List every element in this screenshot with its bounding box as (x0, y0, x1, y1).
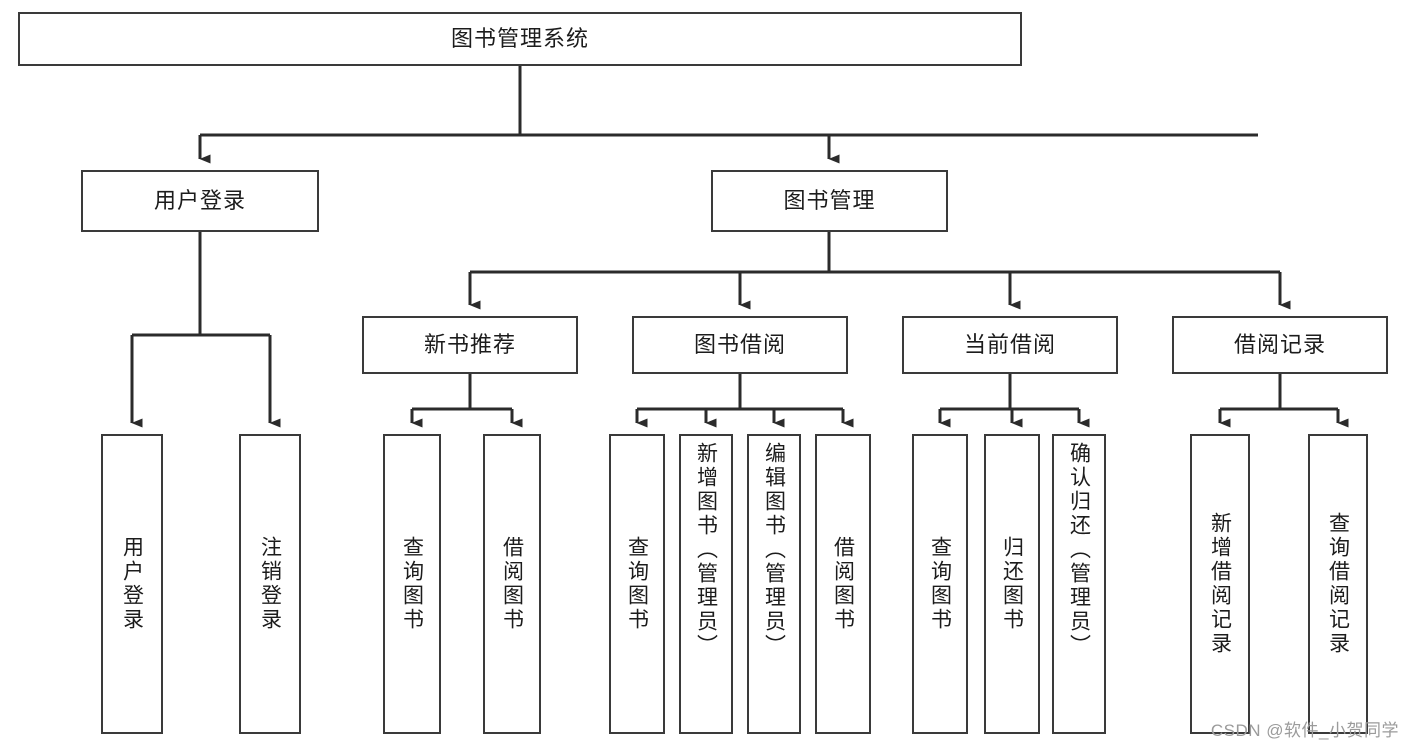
node-new-book-recommend-label: 新书推荐 (423, 332, 516, 358)
leaf-add-borrow-record-inner: 新增借阅记录 (1192, 436, 1248, 732)
connector-group-current-borrow (938, 374, 1090, 428)
node-book-management[interactable]: 图书管理 (711, 170, 948, 232)
leaf-query-borrow-record[interactable]: 查询借阅记录 (1308, 434, 1368, 734)
leaf-edit-book-admin-inner: 编辑图书（管理员） (749, 436, 799, 732)
leaf-confirm-return-admin-inner: 确认归还（管理员） (1054, 436, 1104, 732)
leaf-borrow-books-borrow-label: 借阅图书 (831, 536, 855, 632)
leaf-edit-book-admin[interactable]: 编辑图书（管理员） (747, 434, 801, 734)
leaf-borrow-books-borrow-inner: 借阅图书 (817, 436, 869, 732)
leaf-query-books-current-inner: 查询图书 (914, 436, 966, 732)
leaf-add-borrow-record-label: 新增借阅记录 (1208, 512, 1232, 656)
leaf-return-books-inner: 归还图书 (986, 436, 1038, 732)
leaf-user-login[interactable]: 用户登录 (101, 434, 163, 734)
leaf-user-login-label: 用户登录 (120, 536, 144, 632)
connector-group-borrow-books (635, 374, 854, 428)
connector-group-root (198, 66, 1258, 164)
leaf-borrow-books-recommend-label: 借阅图书 (500, 536, 524, 632)
node-book-borrow[interactable]: 图书借阅 (632, 316, 848, 374)
connector-group-borrow-records (1218, 374, 1349, 428)
leaf-query-books-recommend[interactable]: 查询图书 (383, 434, 441, 734)
leaf-query-books-recommend-inner: 查询图书 (385, 436, 439, 732)
leaf-query-books-borrow-label: 查询图书 (625, 536, 649, 632)
leaf-query-books-current[interactable]: 查询图书 (912, 434, 968, 734)
leaf-add-borrow-record[interactable]: 新增借阅记录 (1190, 434, 1250, 734)
leaf-confirm-return-admin-label: 确认归还（管理员） (1067, 442, 1091, 658)
leaf-logout-label: 注销登录 (258, 536, 282, 632)
leaf-logout[interactable]: 注销登录 (239, 434, 301, 734)
node-current-borrow-label: 当前借阅 (963, 332, 1056, 358)
leaf-query-borrow-record-inner: 查询借阅记录 (1310, 436, 1366, 732)
leaf-user-login-inner: 用户登录 (103, 436, 161, 732)
leaf-borrow-books-recommend-inner: 借阅图书 (485, 436, 539, 732)
leaf-add-book-admin[interactable]: 新增图书（管理员） (679, 434, 733, 734)
node-current-borrow[interactable]: 当前借阅 (902, 316, 1118, 374)
leaf-query-borrow-record-label: 查询借阅记录 (1326, 512, 1350, 656)
node-root-label: 图书管理系统 (450, 26, 589, 52)
connector-group-user-login (130, 232, 281, 428)
leaf-confirm-return-admin[interactable]: 确认归还（管理员） (1052, 434, 1106, 734)
leaf-add-book-admin-label: 新增图书（管理员） (694, 442, 718, 658)
node-user-login-label: 用户登录 (153, 188, 246, 214)
leaf-return-books-label: 归还图书 (1000, 536, 1024, 632)
leaf-add-book-admin-inner: 新增图书（管理员） (681, 436, 731, 732)
leaf-borrow-books-recommend[interactable]: 借阅图书 (483, 434, 541, 734)
connector-group-book-mgmt (468, 232, 1291, 310)
leaf-return-books[interactable]: 归还图书 (984, 434, 1040, 734)
node-new-book-recommend[interactable]: 新书推荐 (362, 316, 578, 374)
node-root-system[interactable]: 图书管理系统 (18, 12, 1022, 66)
leaf-query-books-recommend-label: 查询图书 (400, 536, 424, 632)
leaf-logout-inner: 注销登录 (241, 436, 299, 732)
node-user-login[interactable]: 用户登录 (81, 170, 319, 232)
leaf-edit-book-admin-label: 编辑图书（管理员） (762, 442, 786, 658)
node-book-management-label: 图书管理 (783, 188, 876, 214)
leaf-query-books-borrow[interactable]: 查询图书 (609, 434, 665, 734)
node-book-borrow-label: 图书借阅 (693, 332, 786, 358)
connector-group-new-books (410, 374, 523, 428)
leaf-query-books-borrow-inner: 查询图书 (611, 436, 663, 732)
node-borrow-records[interactable]: 借阅记录 (1172, 316, 1388, 374)
node-borrow-records-label: 借阅记录 (1233, 332, 1326, 358)
leaf-query-books-current-label: 查询图书 (928, 536, 952, 632)
csdn-watermark: CSDN @软件_小贺同学 (1210, 721, 1399, 740)
leaf-borrow-books-borrow[interactable]: 借阅图书 (815, 434, 871, 734)
